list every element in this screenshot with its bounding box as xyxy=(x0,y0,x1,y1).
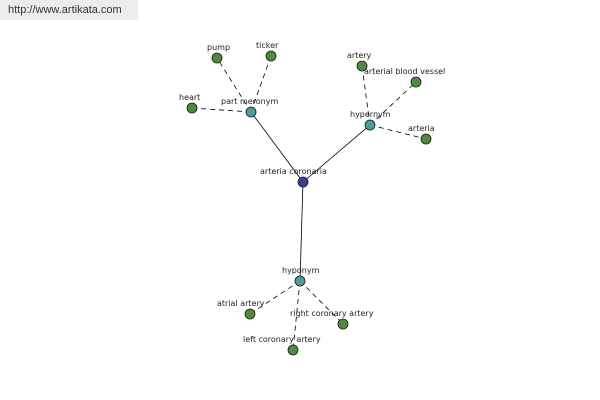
nodes-layer xyxy=(186,50,432,356)
node-label-part-meronym: part meronym xyxy=(221,97,278,106)
edge-hyponym-atrial_artery xyxy=(249,280,301,315)
edge-arteria_coronaria-hyponym xyxy=(299,181,304,282)
edge-hypernym-artery xyxy=(361,65,371,126)
node-pump[interactable] xyxy=(211,52,223,64)
node-label-right-coronary-artery: right coronary artery xyxy=(290,309,374,318)
node-ticker[interactable] xyxy=(265,50,277,62)
node-left-coronary-artery[interactable] xyxy=(287,344,299,356)
node-arteria[interactable] xyxy=(420,133,432,145)
node-part-meronym[interactable] xyxy=(245,106,257,118)
node-hyponym[interactable] xyxy=(294,275,306,287)
node-label-hypernym: hypernym xyxy=(350,110,391,119)
node-label-ticker: ticker xyxy=(256,41,279,50)
node-atrial-artery[interactable] xyxy=(244,308,256,320)
edge-hyponym-right_coronary_artery xyxy=(299,280,344,325)
node-right-coronary-artery[interactable] xyxy=(337,318,349,330)
node-label-heart: heart xyxy=(179,93,200,102)
node-hypernym[interactable] xyxy=(364,119,376,131)
node-label-artery: artery xyxy=(347,51,372,60)
edge-part_meronym-heart xyxy=(191,107,252,113)
labels-layer: arteria coronaria part meronym hypernym hyp… xyxy=(179,41,445,344)
edge-part_meronym-pump xyxy=(216,57,252,113)
node-label-pump: pump xyxy=(207,43,230,52)
edge-hyponym-left_coronary_artery xyxy=(292,280,301,351)
edge-hypernym-arterial_blood_vessel xyxy=(369,81,417,126)
node-label-left-coronary-artery: left coronary artery xyxy=(243,335,321,344)
node-label-arteria-coronaria: arteria coronaria xyxy=(260,167,327,176)
node-label-hyponym: hyponym xyxy=(282,266,320,275)
edge-hypernym-arteria xyxy=(369,124,427,140)
node-arteria-coronaria[interactable] xyxy=(297,176,309,188)
node-artery[interactable] xyxy=(356,60,368,72)
node-label-arteria: arteria xyxy=(408,124,435,133)
node-label-arterial-blood-vessel: arterial blood vessel xyxy=(364,67,445,76)
edges-layer xyxy=(191,55,427,351)
edge-arteria_coronaria-hypernym xyxy=(302,124,371,183)
node-arterial-blood-vessel[interactable] xyxy=(410,76,422,88)
edge-part_meronym-ticker xyxy=(250,55,272,113)
node-heart[interactable] xyxy=(186,102,198,114)
node-label-atrial-artery: atrial artery xyxy=(217,299,265,308)
edge-arteria_coronaria-part_meronym xyxy=(250,111,304,183)
watermark-url: http://www.artikata.com xyxy=(0,0,138,20)
